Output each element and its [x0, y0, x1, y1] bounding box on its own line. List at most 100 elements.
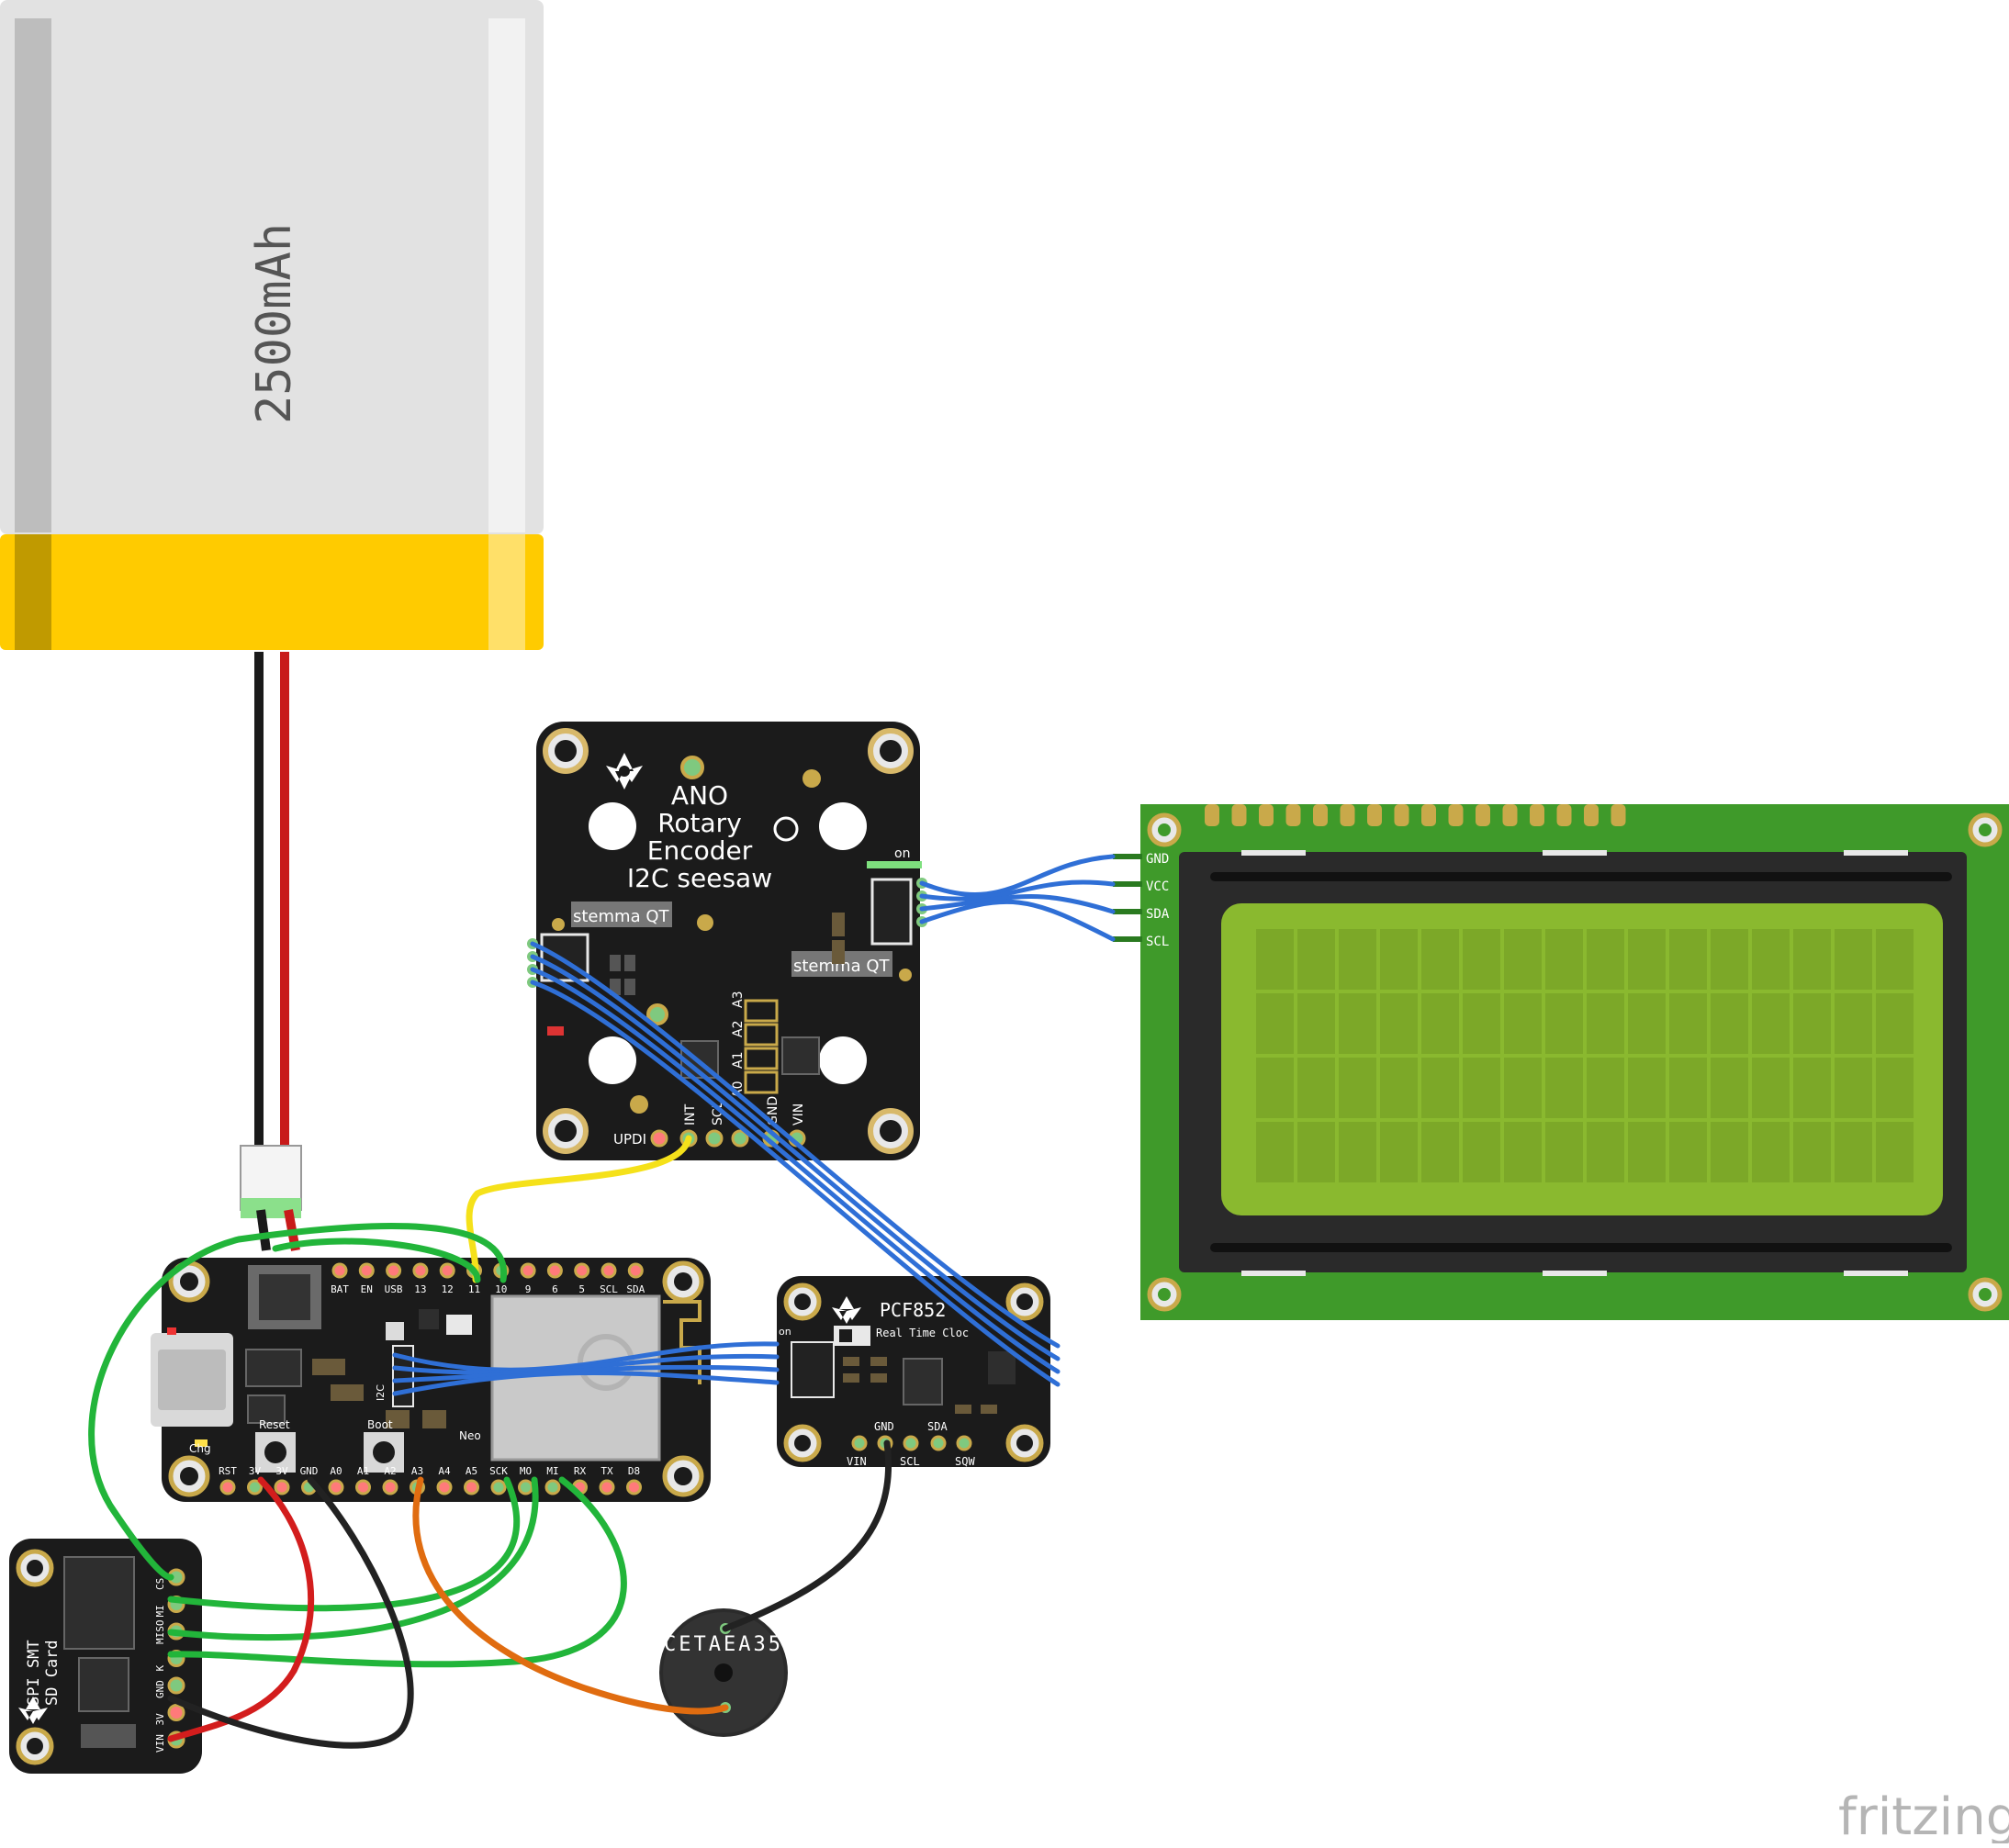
i2c-blue-wires	[392, 854, 1116, 1396]
feather-bottom-pin-label: 3V	[275, 1465, 288, 1477]
feather-top-pin-label: SCL	[600, 1283, 618, 1295]
feather-bottom-pin-label: A3	[411, 1465, 423, 1477]
feather-bottom-pin-label: MI	[546, 1465, 558, 1477]
feather-bottom-pin-label: RST	[219, 1465, 237, 1477]
lcd-cell	[1297, 929, 1335, 990]
rtc-subtitle: Real Time Cloc	[876, 1327, 969, 1339]
lcd-cell	[1463, 1058, 1500, 1118]
feather-top-pin-label: 12	[442, 1283, 454, 1295]
feather-top-pin	[331, 1262, 348, 1279]
sd-title-line2: SD Card	[43, 1640, 62, 1706]
wire-blue-feather-rtc	[392, 1341, 780, 1372]
lcd-cell	[1628, 929, 1666, 990]
wire-black-buzzer	[722, 1439, 892, 1632]
lcd-cell	[1587, 1058, 1624, 1118]
feather-bottom-pin	[436, 1479, 453, 1495]
lcd-cell	[1297, 1122, 1335, 1182]
feather-bottom-pin-label: SCK	[489, 1465, 508, 1477]
encoder-addr-a1: A1	[731, 1052, 746, 1069]
lcd-cell	[1421, 1058, 1459, 1118]
lcd-cell	[1835, 993, 1872, 1054]
feather-top-pin	[520, 1262, 536, 1279]
lcd-cell	[1587, 1122, 1624, 1182]
lcd-cell	[1587, 993, 1624, 1054]
lcd-cell	[1876, 1058, 1914, 1118]
lcd-cell	[1463, 993, 1500, 1054]
lcd-cell	[1752, 993, 1790, 1054]
feather-top-pin-label: 5	[578, 1283, 585, 1295]
encoder-vin-label: VIN	[791, 1103, 806, 1126]
lcd-cell	[1339, 1058, 1376, 1118]
chg-label: Chg	[189, 1442, 211, 1455]
sd-pin	[167, 1704, 185, 1721]
lcd-cell	[1463, 1122, 1500, 1182]
feather-bottom-pin-label: TX	[600, 1465, 613, 1477]
lcd-cell	[1628, 1122, 1666, 1182]
lcd-header-pins	[1205, 804, 1626, 826]
encoder-updi-label: UPDI	[613, 1131, 646, 1148]
lcd-cell	[1545, 993, 1583, 1054]
feather-top-pin	[574, 1262, 590, 1279]
encoder-addr-a2: A2	[731, 1021, 746, 1037]
lcd-pin-gnd: GND	[1146, 852, 1169, 867]
feather-top-pin	[627, 1262, 644, 1279]
lcd-header-pin	[1584, 804, 1599, 826]
feather-top-pin	[439, 1262, 455, 1279]
lcd-cell	[1256, 929, 1294, 990]
feather-bottom-pin-label: D8	[628, 1465, 640, 1477]
lcd-cell	[1711, 993, 1748, 1054]
lcd-header-pin	[1313, 804, 1328, 826]
rtc-on-label: on	[779, 1326, 791, 1338]
encoder-title-line4: I2C seesaw	[627, 863, 772, 893]
lcd-header-pin	[1476, 804, 1490, 826]
feather-top-pin-label: EN	[361, 1283, 373, 1295]
encoder-on-label: on	[894, 846, 910, 861]
lcd-cell	[1504, 993, 1542, 1054]
lcd-cell	[1545, 929, 1583, 990]
lcd-cell	[1297, 993, 1335, 1054]
wire-green-mi	[167, 1476, 627, 1668]
lcd-cell	[1793, 993, 1831, 1054]
lcd-header-pin	[1340, 804, 1355, 826]
lcd-cell	[1380, 1122, 1418, 1182]
feather-top-pin-label: BAT	[331, 1283, 349, 1295]
reset-button-label: Reset	[259, 1418, 290, 1431]
rtc-pin-vin: VIN	[847, 1455, 867, 1468]
lcd-cell	[1380, 993, 1418, 1054]
sd-adafruit-flower-icon	[18, 1697, 48, 1724]
lcd-cell	[1835, 1122, 1872, 1182]
rtc-pin-sda: SDA	[927, 1420, 948, 1433]
lcd-header-pin	[1394, 804, 1409, 826]
feather-top-pin	[358, 1262, 375, 1279]
rtc-pin-sqw: SQW	[955, 1455, 975, 1468]
piezo-buzzer: CETAEA35	[659, 1608, 788, 1737]
lcd-cell	[1752, 1058, 1790, 1118]
lcd-cell	[1256, 1122, 1294, 1182]
wire-orange-a3	[412, 1476, 729, 1715]
lcd-cell	[1339, 1122, 1376, 1182]
feather-bottom-pin-label: 3V	[249, 1465, 262, 1477]
rtc-pin-gnd: GND	[874, 1420, 894, 1433]
wire-green-2	[272, 1238, 481, 1283]
lcd-cell	[1628, 993, 1666, 1054]
feather-top-pin-label: 11	[468, 1283, 480, 1295]
feather-bottom-pin	[490, 1479, 507, 1495]
encoder-title-line2: Rotary	[657, 808, 742, 838]
lcd-cell	[1380, 1058, 1418, 1118]
wire-green-sck	[167, 1476, 521, 1612]
lcd-cell	[1876, 1122, 1914, 1182]
lcd-cell	[1711, 1122, 1748, 1182]
lcd-cell	[1835, 929, 1872, 990]
wire-blue-feather-rtc	[392, 1353, 780, 1375]
feather-bottom-pin-label: MO	[520, 1465, 532, 1477]
lcd-cell	[1669, 929, 1707, 990]
lcd-cell	[1669, 993, 1707, 1054]
lcd-pin-vcc: VCC	[1146, 879, 1169, 894]
sd-pin-label: 3V	[154, 1713, 166, 1726]
rtc-title: PCF852	[880, 1299, 946, 1321]
feather-bottom-pin	[544, 1479, 561, 1495]
wire-yellow-int	[466, 1135, 692, 1283]
lcd-pin-sda: SDA	[1146, 907, 1170, 922]
lcd-cell	[1835, 1058, 1872, 1118]
lcd-cell	[1793, 929, 1831, 990]
